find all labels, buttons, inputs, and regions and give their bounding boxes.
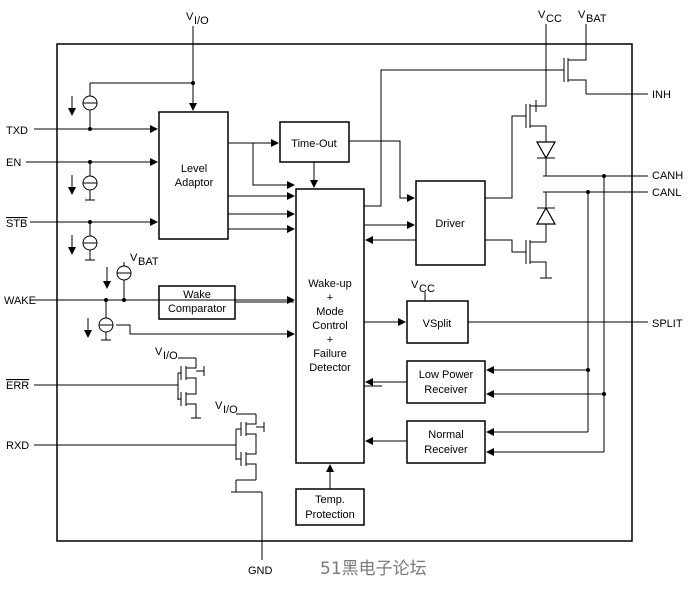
vio-top-label: V I/O (186, 11, 209, 27)
svg-text:Receiver: Receiver (424, 444, 468, 456)
vcc-top-label: V CC (538, 9, 562, 25)
pin-wake: WAKE (4, 295, 36, 307)
current-source-wake-up (103, 265, 132, 289)
svg-text:V: V (155, 346, 163, 358)
chip-outline (56, 43, 633, 542)
canl-diode (535, 191, 588, 240)
svg-text:VSplit: VSplit (423, 318, 452, 330)
svg-text:Failure: Failure (313, 348, 347, 360)
svg-text:CC: CC (546, 13, 562, 25)
pin-canh: CANH (652, 170, 683, 182)
svg-text:Level: Level (181, 163, 207, 175)
vcc-vsplit-label: V CC (411, 279, 435, 295)
svg-text:Mode: Mode (316, 306, 344, 318)
svg-text:Adaptor: Adaptor (175, 177, 214, 189)
svg-text:Temp.: Temp. (315, 494, 345, 506)
current-source-txd (68, 95, 98, 116)
driver-block: Driver (415, 180, 486, 266)
pin-inh: INH (652, 89, 671, 101)
svg-text:V: V (538, 9, 546, 21)
time-out-block: Time-Out (279, 121, 350, 163)
pin-rxd: RXD (6, 440, 29, 452)
svg-text:V: V (130, 252, 138, 264)
level-adaptor-block: Level Adaptor (158, 111, 229, 240)
pin-split: SPLIT (652, 318, 683, 330)
svg-text:BAT: BAT (138, 256, 159, 268)
vbat-wake-label: V BAT (130, 252, 159, 268)
current-source-wake-down (84, 317, 114, 341)
svg-text:BAT: BAT (586, 13, 607, 25)
pin-err: ERR (6, 380, 29, 392)
svg-text:V: V (578, 9, 586, 21)
svg-text:I/O: I/O (194, 15, 209, 27)
pin-stb: STB (6, 218, 27, 230)
err-output-transistors (177, 357, 205, 419)
svg-text:Normal: Normal (428, 429, 463, 441)
canl-transistor (524, 238, 552, 279)
svg-text:V: V (411, 279, 419, 291)
temp-protection-block: Temp. Protection (295, 488, 365, 526)
pin-gnd: GND (248, 565, 273, 577)
svg-text:Detector: Detector (309, 362, 351, 374)
vbat-top-label: V BAT (578, 9, 607, 25)
svg-text:Control: Control (312, 320, 347, 332)
normal-receiver-block: Normal Receiver (406, 420, 486, 464)
svg-text:I/O: I/O (163, 350, 178, 362)
svg-text:Wake: Wake (183, 289, 211, 301)
svg-text:V: V (215, 400, 223, 412)
rxd-output-transistors (231, 413, 265, 493)
vio-rxd-label: V I/O (215, 400, 238, 416)
vsplit-block: VSplit (406, 300, 469, 344)
svg-text:+: + (327, 334, 333, 346)
inh-transistor (558, 56, 587, 86)
control-block: Wake-up + Mode Control + Failure Detecto… (295, 188, 365, 464)
wake-comparator-block: Wake Comparator (158, 285, 236, 320)
svg-text:+: + (327, 292, 333, 304)
vio-err-label: V I/O (155, 346, 178, 362)
current-source-stb (68, 235, 98, 261)
svg-text:Comparator: Comparator (168, 303, 226, 315)
pin-en: EN (6, 157, 21, 169)
svg-text:Protection: Protection (305, 509, 355, 521)
watermark: 51黑电子论坛 (320, 559, 427, 579)
current-source-en (68, 175, 98, 201)
svg-text:Low Power: Low Power (419, 369, 474, 381)
svg-text:V: V (186, 11, 194, 23)
pin-canl: CANL (652, 187, 681, 199)
svg-text:Driver: Driver (435, 218, 465, 230)
pin-txd: TXD (6, 125, 28, 137)
canh-transistor (524, 100, 547, 142)
svg-text:I/O: I/O (223, 404, 238, 416)
svg-text:Receiver: Receiver (424, 384, 468, 396)
canh-diode (535, 141, 604, 177)
svg-text:Wake-up: Wake-up (308, 278, 352, 290)
low-power-receiver-block: Low Power Receiver (406, 360, 486, 404)
svg-text:Time-Out: Time-Out (291, 138, 336, 150)
svg-text:CC: CC (419, 283, 435, 295)
